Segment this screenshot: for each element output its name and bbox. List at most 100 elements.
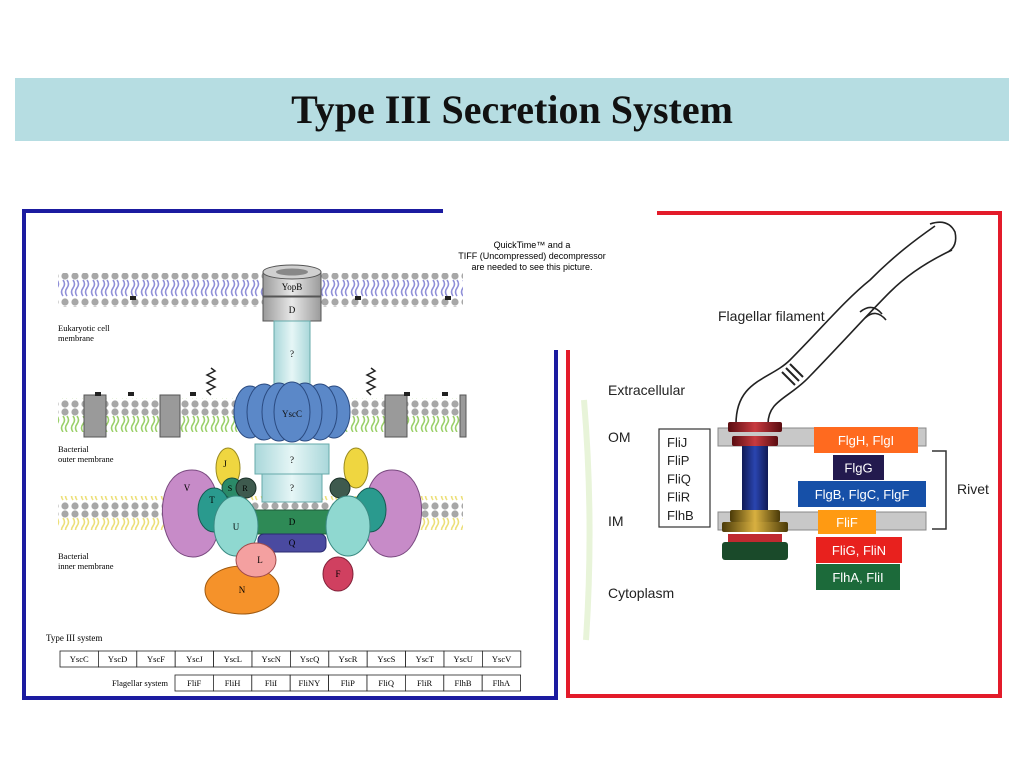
table-cell-text: YscU [454, 654, 473, 664]
table-cell-text: YscL [224, 654, 242, 664]
protein-box-label: FlgB, FlgC, FlgF [815, 487, 910, 502]
table-cell-text: FliR [417, 678, 432, 688]
export-apparatus-item: FliP [667, 453, 689, 468]
flagellar-system-label: Flagellar system [112, 678, 168, 688]
slide-title: Type III Secretion System [291, 87, 733, 132]
rivet-bracket [932, 450, 947, 530]
s-label: S [228, 484, 232, 493]
background-smudge [581, 399, 593, 641]
l-ring-top [728, 422, 782, 432]
yopb-protein: YopB [262, 264, 322, 297]
u-label: U [233, 522, 240, 532]
table-cell-text: FliNY [299, 678, 321, 688]
eukaryotic-label-2: membrane [58, 333, 94, 343]
rod-upper-unknown-label: ? [290, 455, 294, 465]
flagellar-filament [735, 221, 957, 425]
protein-box-label: FliG, FliN [832, 543, 886, 558]
l-label: L [257, 555, 263, 565]
protein-box [833, 455, 884, 480]
j-protein-right [343, 447, 369, 489]
eukaryotic-membrane [58, 273, 463, 307]
c-ring-green [722, 542, 788, 560]
table-title: Type III system [46, 633, 102, 643]
ms-ring [722, 522, 788, 532]
cytoplasm-label: Cytoplasm [608, 585, 674, 601]
export-apparatus-list: FliJ FliP FliQ FliR FlhB [667, 435, 694, 523]
im-label: IM [608, 513, 624, 529]
hook-bands [781, 363, 804, 386]
yscc-label: YscC [282, 409, 302, 419]
needle [273, 320, 311, 390]
r-protein [235, 477, 257, 499]
lps-squiggle [205, 367, 217, 396]
export-apparatus-box [658, 428, 711, 528]
protein-box-label: FliF [836, 515, 858, 530]
table-cell-text: YscC [70, 654, 89, 664]
table-cell-text: FlhB [454, 678, 471, 688]
outer-membrane-label-2: outer membrane [58, 454, 114, 464]
needle-unknown-label: ? [290, 349, 294, 359]
table-cell-text: YscV [492, 654, 512, 664]
c-ring-red [728, 534, 782, 542]
right-panel-border [566, 211, 1002, 698]
table-cell [481, 650, 522, 668]
table-cell-text: YscJ [186, 654, 203, 664]
rod [742, 446, 768, 514]
yopb-label: YopB [282, 282, 303, 292]
table-cell-text: FliP [341, 678, 355, 688]
table-cell-text: YscQ [300, 654, 319, 664]
table-cell-text: YscD [108, 654, 127, 664]
table-cell-text: YscR [339, 654, 358, 664]
inner-membrane-label-2: inner membrane [58, 561, 114, 571]
eukaryotic-label-1: Eukaryotic cell [58, 323, 110, 333]
quicktime-line-2: TIFF (Uncompressed) decompressor [458, 251, 606, 261]
table-cell-text: YscF [147, 654, 165, 664]
export-apparatus-item: FlhB [667, 508, 694, 523]
outer-membrane-proteins [83, 394, 467, 438]
protein-box [818, 510, 876, 534]
n-label: N [239, 585, 246, 595]
inner-membrane-label-1: Bacterial [58, 551, 89, 561]
u-protein-right [325, 495, 371, 557]
export-apparatus-item: FliJ [667, 435, 687, 450]
protein-box-label: FlhA, FliI [832, 570, 883, 585]
d-top-label: D [289, 305, 296, 315]
export-apparatus-item: FliR [667, 490, 690, 505]
inner-rod-upper [254, 443, 330, 475]
table-cell-text: FlhA [493, 678, 511, 688]
f-protein [322, 556, 354, 592]
om-label: OM [608, 429, 631, 445]
flagellar-filament-label: Flagellar filament [718, 308, 825, 324]
extracellular-label: Extracellular [608, 382, 685, 398]
f-label: F [335, 569, 340, 579]
t-label: T [209, 495, 215, 505]
table-cell-text: YscN [262, 654, 281, 664]
r-label: R [242, 484, 248, 493]
table-cell-text: FliH [225, 678, 241, 688]
quicktime-line-1: QuickTime™ and a [494, 240, 571, 250]
lps-squiggle [365, 367, 377, 396]
title-banner: Type III Secretion System [15, 78, 1009, 141]
table-cell [481, 674, 522, 692]
table-cell-text: FliF [187, 678, 201, 688]
table-cell-text: YscT [416, 654, 435, 664]
table-cell-text: FliQ [378, 678, 394, 688]
membrane-markers [95, 296, 451, 396]
j-label: J [223, 459, 227, 469]
protein-box-label: FlgH, FlgI [838, 433, 894, 448]
type3-row: YscC YscD YscF YscJ YscL YscN YscQ YscR YscS YscT… [59, 650, 522, 668]
q-label: Q [289, 538, 296, 548]
export-apparatus-item: FliQ [667, 471, 691, 486]
outer-membrane-label-1: Bacterial [58, 444, 89, 454]
table-cell-text: YscS [377, 654, 395, 664]
l-ring [732, 436, 778, 446]
inner-rod-lower [261, 473, 323, 503]
d-bottom-label: D [289, 517, 296, 527]
r-protein-right [329, 477, 351, 499]
ms-ring-upper [730, 510, 780, 522]
protein-box [814, 427, 918, 453]
left-panel-border [22, 209, 558, 700]
right-panel: Flagellar filament Extracellular OM IM C… [566, 211, 1002, 698]
